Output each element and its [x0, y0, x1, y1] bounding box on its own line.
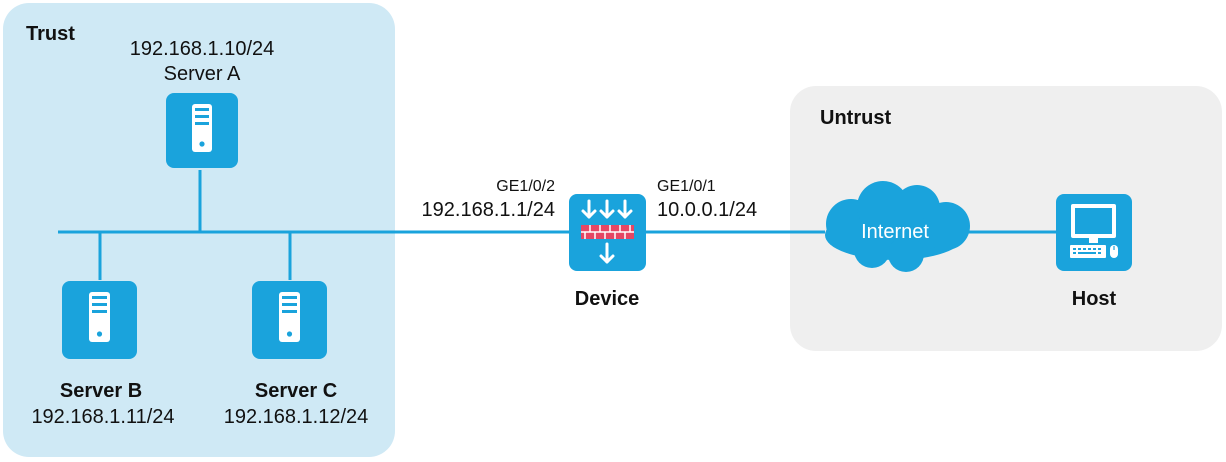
- server-c-ip: 192.168.1.12/24: [224, 406, 369, 428]
- device-left-port-name: GE1/0/2: [496, 178, 555, 195]
- server-a-name: Server A: [164, 63, 241, 85]
- links: [58, 170, 1056, 280]
- device-left-port-ip: 192.168.1.1/24: [422, 199, 555, 221]
- device[interactable]: [569, 194, 646, 271]
- server-a-ip: 192.168.1.10/24: [130, 38, 275, 60]
- device-right-port-name: GE1/0/1: [657, 178, 716, 195]
- server-b-ip: 192.168.1.11/24: [31, 406, 174, 428]
- host[interactable]: [1056, 194, 1132, 271]
- host-name: Host: [1072, 288, 1117, 310]
- device-name: Device: [575, 288, 640, 310]
- server-a[interactable]: [166, 93, 238, 168]
- server-c[interactable]: [252, 281, 327, 359]
- untrust-zone: [790, 86, 1222, 351]
- server-b[interactable]: [62, 281, 137, 359]
- internet-label: Internet: [861, 221, 929, 243]
- server-b-name: Server B: [60, 380, 142, 402]
- server-c-name: Server C: [255, 380, 337, 402]
- cloud-icon: [825, 181, 970, 272]
- trust-zone-label: Trust: [26, 23, 75, 45]
- untrust-zone-label: Untrust: [820, 107, 891, 129]
- internet[interactable]: Internet: [825, 181, 970, 272]
- device-right-port-ip: 10.0.0.1/24: [657, 199, 757, 221]
